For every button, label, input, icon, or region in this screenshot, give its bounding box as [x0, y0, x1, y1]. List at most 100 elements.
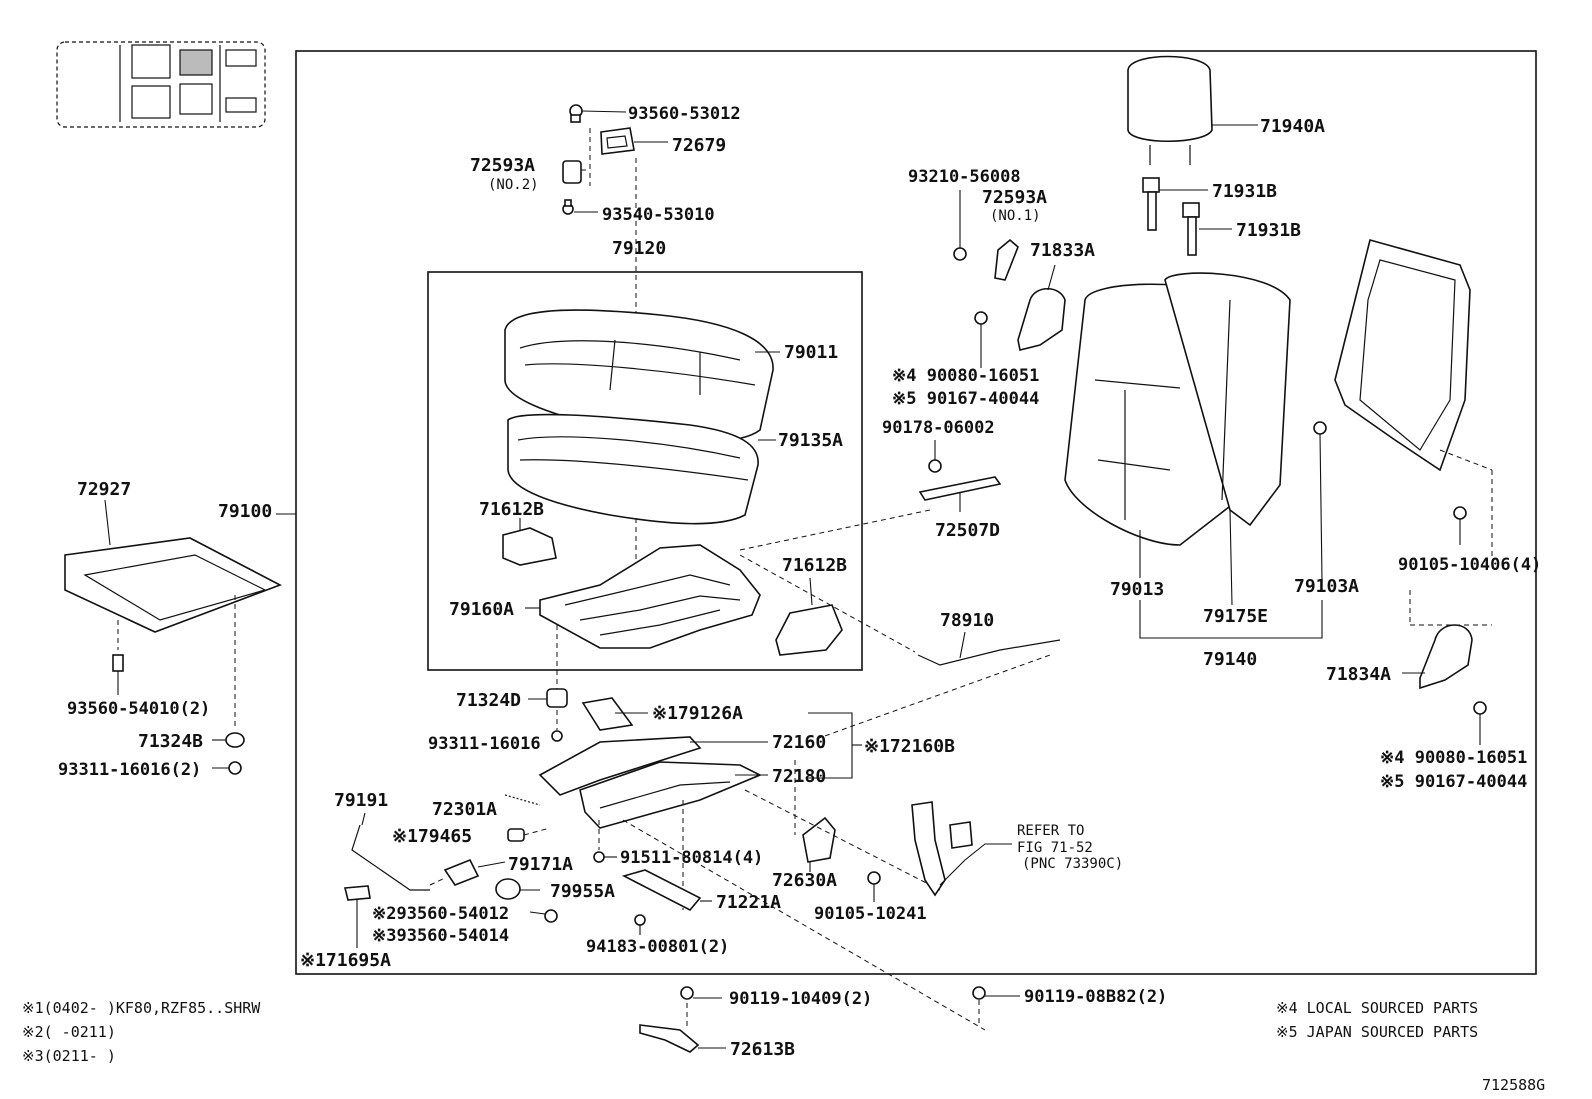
- bracket-72593a-no2-icon: [562, 128, 591, 186]
- spring-72301a-icon: [504, 794, 541, 806]
- note-2: ※2( -0211): [22, 1023, 116, 1041]
- refer-line-3: (PNC 73390C): [1022, 856, 1123, 872]
- label-72593a-no1: 72593A: [982, 187, 1047, 208]
- label-71931b-a: 71931B: [1212, 181, 1277, 202]
- label-93540-53010: 93540-53010: [602, 205, 715, 225]
- clip-94183-00801-icon: [634, 914, 646, 935]
- label-72160b: ※172160B: [864, 736, 955, 757]
- label-79175e: 79175E: [1203, 606, 1268, 627]
- bracket-72630a-icon: [794, 760, 836, 872]
- label-93311-16016-2: 93311-16016(2): [58, 760, 201, 780]
- cushion-subassembly-frame: [427, 271, 863, 671]
- hinge-cover-71834a-icon: [1402, 590, 1492, 690]
- label-79465: ※179465: [392, 826, 472, 847]
- cable-78910-icon: [739, 554, 1061, 743]
- bolt-90105-10406-icon: [1453, 506, 1467, 545]
- label-90119-10409: 90119-10409(2): [729, 989, 872, 1009]
- label-72593a-no2: 72593A: [470, 155, 535, 176]
- label-93210-56008: 93210-56008: [908, 167, 1021, 187]
- screw-93210-56008-icon: [953, 190, 967, 261]
- note-5: ※5 JAPAN SOURCED PARTS: [1276, 1023, 1478, 1041]
- note-4: ※4 LOCAL SOURCED PARTS: [1276, 999, 1478, 1017]
- refer-line-1: REFER TO: [1017, 823, 1084, 839]
- main-assembly-frame: [295, 50, 1537, 975]
- label-79160a: 79160A: [449, 599, 514, 620]
- label-71612b-left: 71612B: [479, 499, 544, 520]
- cap-71324d-icon: [528, 625, 568, 708]
- label-79955a: 79955A: [550, 881, 615, 902]
- label-71931b-b: 71931B: [1236, 220, 1301, 241]
- label-90105-10241: 90105-10241: [814, 904, 927, 924]
- seat-frame-79160a-icon: [525, 544, 761, 649]
- note-3: ※3(0211- ): [22, 1047, 116, 1065]
- label-71833a: 71833A: [1030, 240, 1095, 261]
- label-93560-54014: ※393560-54014: [372, 926, 509, 946]
- pad-71612b-right-icon: [775, 577, 843, 656]
- label-72679: 72679: [672, 135, 726, 156]
- pad-71612b-left-icon: [502, 518, 557, 566]
- label-79013: 79013: [1110, 579, 1164, 600]
- guide-71931b-b-icon: [1182, 202, 1232, 256]
- nut-90178-06002-icon: [928, 440, 942, 473]
- label-72630a: 72630A: [772, 870, 837, 891]
- label-93560-53012: 93560-53012: [628, 104, 741, 124]
- bracket-79171a-icon: [429, 858, 506, 886]
- seat-belt-buckle-icon: [911, 801, 1012, 897]
- label-79100: 79100: [218, 501, 272, 522]
- screw-93560-53012-icon: [569, 104, 627, 123]
- bolt-90119-10409-icon: [680, 986, 722, 1030]
- label-71612b-right: 71612B: [782, 555, 847, 576]
- label-93311-16016: 93311-16016: [428, 734, 541, 754]
- hinge-cover-71833a-icon: [1017, 264, 1066, 351]
- nut-93311-16016-icon: [551, 710, 563, 742]
- label-90080-16051-b: ※4 90080-16051: [1380, 748, 1527, 768]
- label-90105-10406: 90105-10406(4): [1398, 555, 1541, 575]
- label-78910: 78910: [940, 610, 994, 631]
- cap-71324b-icon: [212, 732, 245, 748]
- seatback-frame-79103a-icon: [1313, 239, 1493, 581]
- label-72180: 72180: [772, 766, 826, 787]
- label-71221a: 71221A: [716, 892, 781, 913]
- label-71695a: ※171695A: [300, 950, 391, 971]
- screw-93540-53010-icon: [562, 199, 598, 215]
- label-93560-54012: ※293560-54012: [372, 904, 509, 924]
- label-93560-54010: 93560-54010(2): [67, 699, 210, 719]
- rod-79191-icon: [351, 812, 430, 891]
- bracket-72613b-icon: [639, 1024, 726, 1053]
- label-71324b: 71324B: [138, 731, 203, 752]
- pad-71695a-icon: [343, 885, 371, 948]
- bolt-90080-16051-a-icon: [974, 311, 988, 368]
- label-71324d: 71324D: [456, 690, 521, 711]
- label-79140: 79140: [1203, 649, 1257, 670]
- bolt-90105-10241-icon: [744, 789, 941, 902]
- seat-locator-icon: [56, 41, 266, 128]
- headrest-71940a-icon: [1127, 55, 1258, 165]
- tray-72927-icon: [64, 499, 282, 730]
- note-1: ※1(0402- )KF80,RZF85..SHRW: [22, 999, 261, 1017]
- clip-79955a-icon: [495, 878, 540, 900]
- guide-71931b-a-icon: [1142, 177, 1208, 231]
- knob-79465-icon: [507, 827, 551, 842]
- adjuster-rail-72160-icon: [538, 712, 862, 829]
- cover-72593a-no1-icon: [994, 238, 1019, 281]
- label-71834a: 71834A: [1326, 664, 1391, 685]
- screw-93560-54012-icon: [529, 909, 558, 923]
- seatback-cover-79175e-icon: [1164, 272, 1291, 606]
- bolt-90080-16051-b-icon: [1473, 701, 1487, 745]
- label-79191: 79191: [334, 790, 388, 811]
- label-94183-00801: 94183-00801(2): [586, 937, 729, 957]
- cover-71221a-icon: [621, 869, 712, 912]
- label-90119-08b82: 90119-08B82(2): [1024, 987, 1167, 1007]
- label-91511-80814: 91511-80814(4): [620, 848, 763, 868]
- label-79011: 79011: [784, 342, 838, 363]
- label-72160: 72160: [772, 732, 826, 753]
- label-72301a: 72301A: [432, 799, 497, 820]
- label-90167-40044-a: ※5 90167-40044: [892, 389, 1039, 409]
- bracket-79140: [1139, 600, 1323, 639]
- label-72613b: 72613B: [730, 1039, 795, 1060]
- bolt-93560-54010-icon: [112, 654, 124, 695]
- label-72593a-no2-sub: (NO.2): [488, 177, 539, 193]
- label-90178-06002: 90178-06002: [882, 418, 995, 438]
